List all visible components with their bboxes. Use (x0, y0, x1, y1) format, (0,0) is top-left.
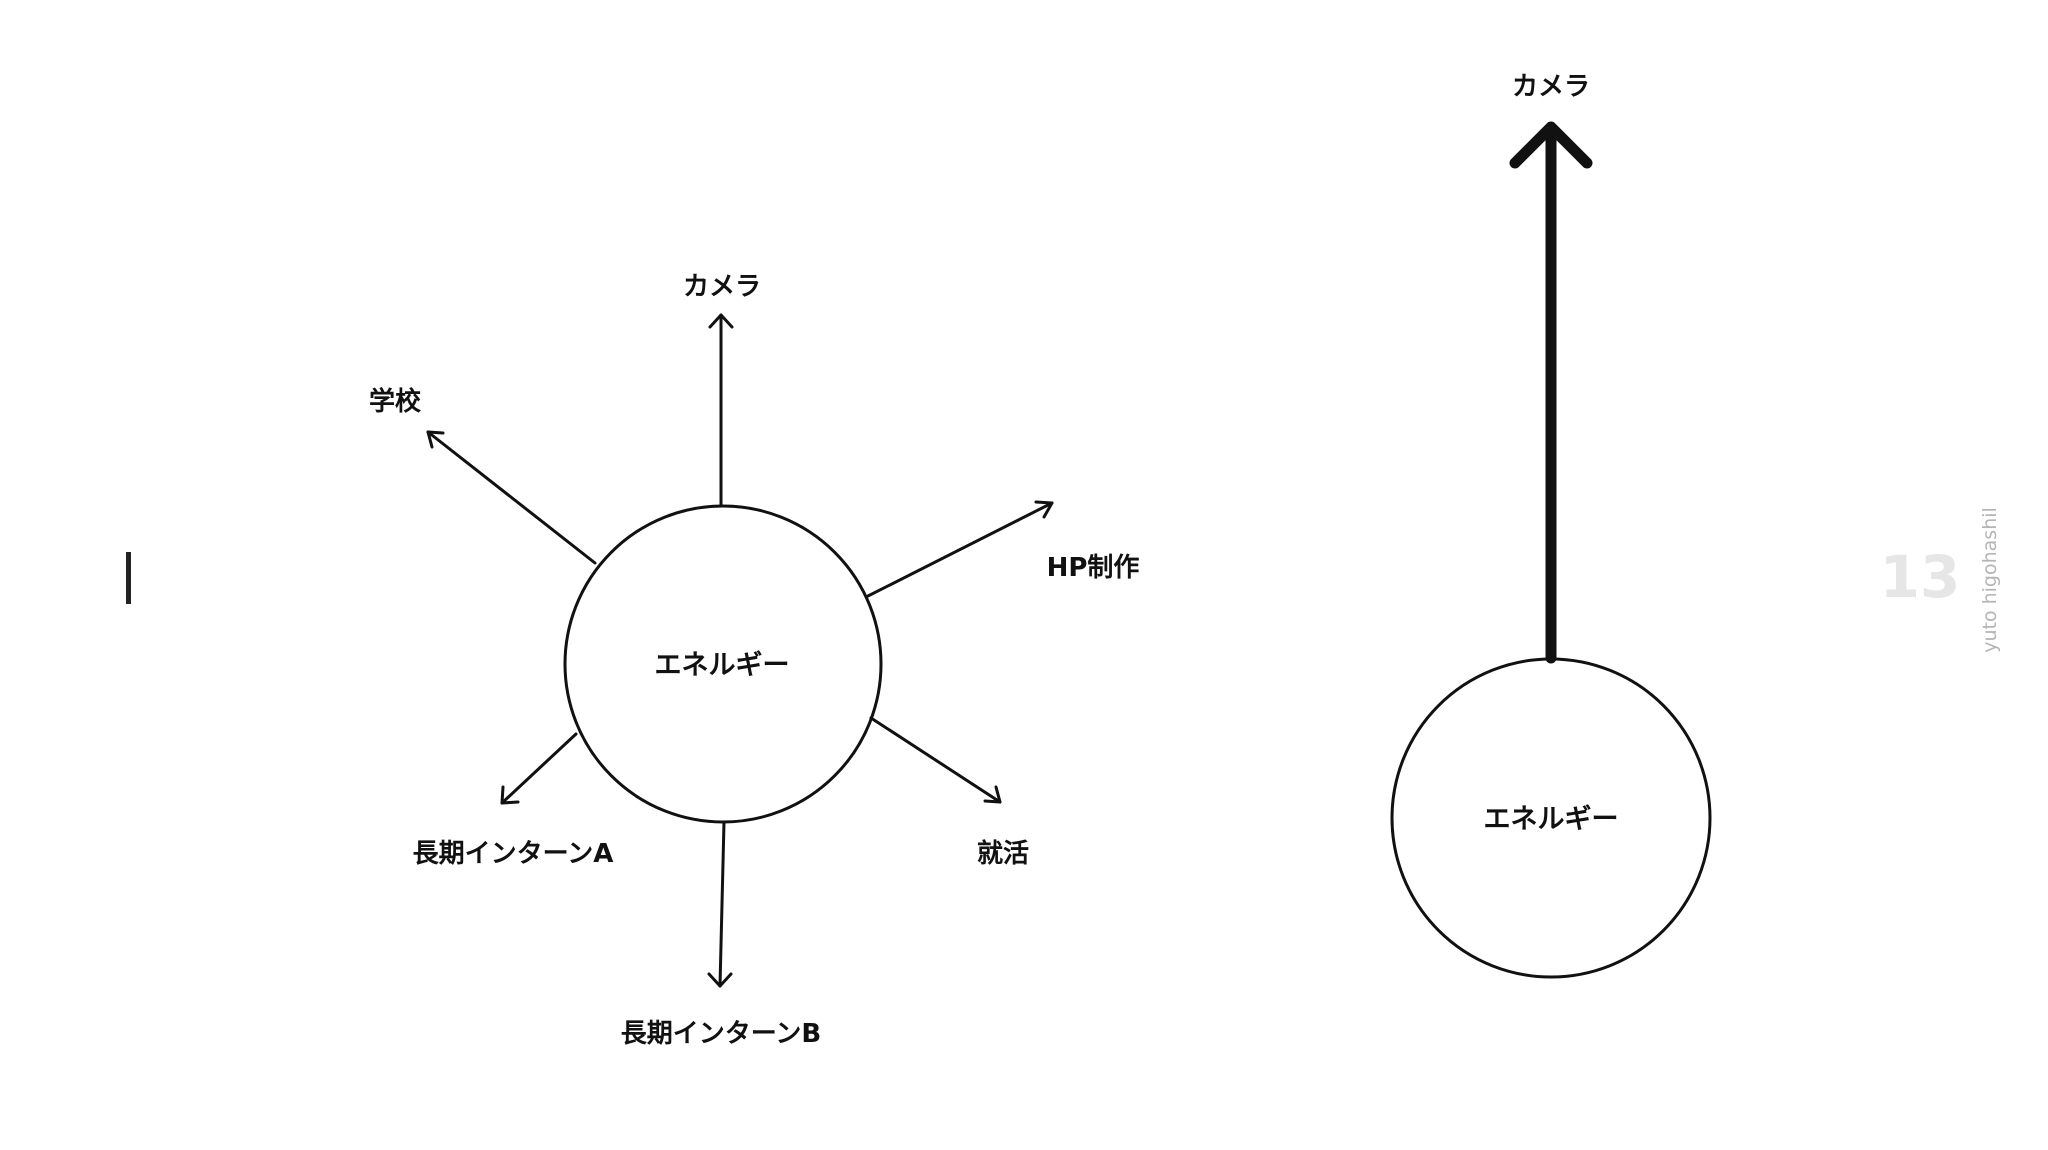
branch-arrow-job-hunting (869, 716, 1002, 804)
branch-arrow-intern-b (707, 820, 733, 988)
branch-label-camera: カメラ (683, 272, 761, 302)
branch-arrow-hp (866, 500, 1054, 598)
branch-arrow-intern-a (500, 732, 578, 805)
branch-arrow-school (426, 430, 597, 565)
slide-marker-bar (126, 552, 131, 604)
branch-label-intern-b: 長期インターンB (621, 1019, 822, 1049)
author-label: yuto higohashil (1979, 507, 2001, 653)
branch-label-school: 学校 (369, 386, 422, 417)
focused-arrow-camera (1509, 121, 1593, 664)
scattered-energy-diagram (426, 313, 1054, 988)
focused-target-label: カメラ (1512, 72, 1590, 102)
focused-energy-diagram (1390, 121, 1712, 979)
branch-label-intern-a: 長期インターンA (413, 839, 614, 869)
page-number: 13 (1879, 543, 1961, 611)
branch-arrow-camera (708, 313, 734, 506)
branch-label-hp: HP制作 (1047, 553, 1140, 583)
branch-label-job-hunting: 就活 (977, 839, 1029, 869)
scattered-energy-label: エネルギー (655, 650, 790, 681)
focused-energy-label: エネルギー (1484, 804, 1619, 835)
